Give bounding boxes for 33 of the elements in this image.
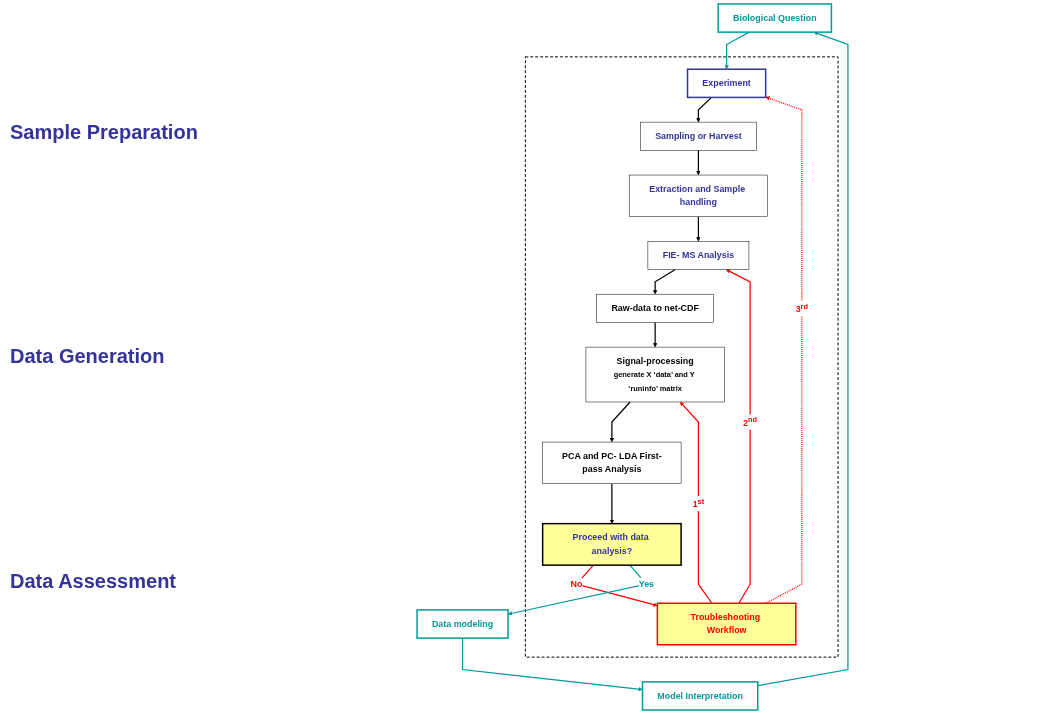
node-box: Extraction and Sample handling [628,174,768,217]
cluster [524,56,839,658]
arrow [679,401,713,604]
edge-label: 3$^{rd}$ [795,301,809,314]
stage-label: Data Assessment [10,570,177,594]
edge-label: 2$^{nd}$ [743,415,758,428]
node-box: PCA and PC- LDA First-pass Analysis [542,441,682,484]
node-box: Raw-data to net-CDF [596,293,714,323]
node-box: Troubleshooting Workflow [656,602,797,646]
arrow [461,637,643,692]
arrow [725,269,751,604]
node-box: Sampling or Harvest [640,121,757,151]
node-box: Biological Question [717,3,833,33]
arrow [724,31,750,70]
node-box: Proceed with data analysis? [541,522,682,566]
arrow [609,482,615,524]
node-box: FIE- MS Analysis [647,241,750,270]
arrow [757,31,849,687]
node-box: Model Interpretation [641,681,759,711]
stage-label: Sample Preparation [10,120,199,144]
edge-label: 1$^{st}$ [692,496,705,510]
arrow [609,401,631,443]
arrow [765,96,803,604]
arrow [696,149,701,176]
edge-label: Yes [638,579,655,589]
arrow [652,268,676,295]
arrow [696,215,701,242]
stage-label: Data Generation [10,345,166,369]
arrow [652,321,658,348]
arrow [696,96,713,123]
edge-label: No [570,579,583,589]
node-box: Experiment [686,68,767,99]
node-box: Data modeling [416,609,509,639]
